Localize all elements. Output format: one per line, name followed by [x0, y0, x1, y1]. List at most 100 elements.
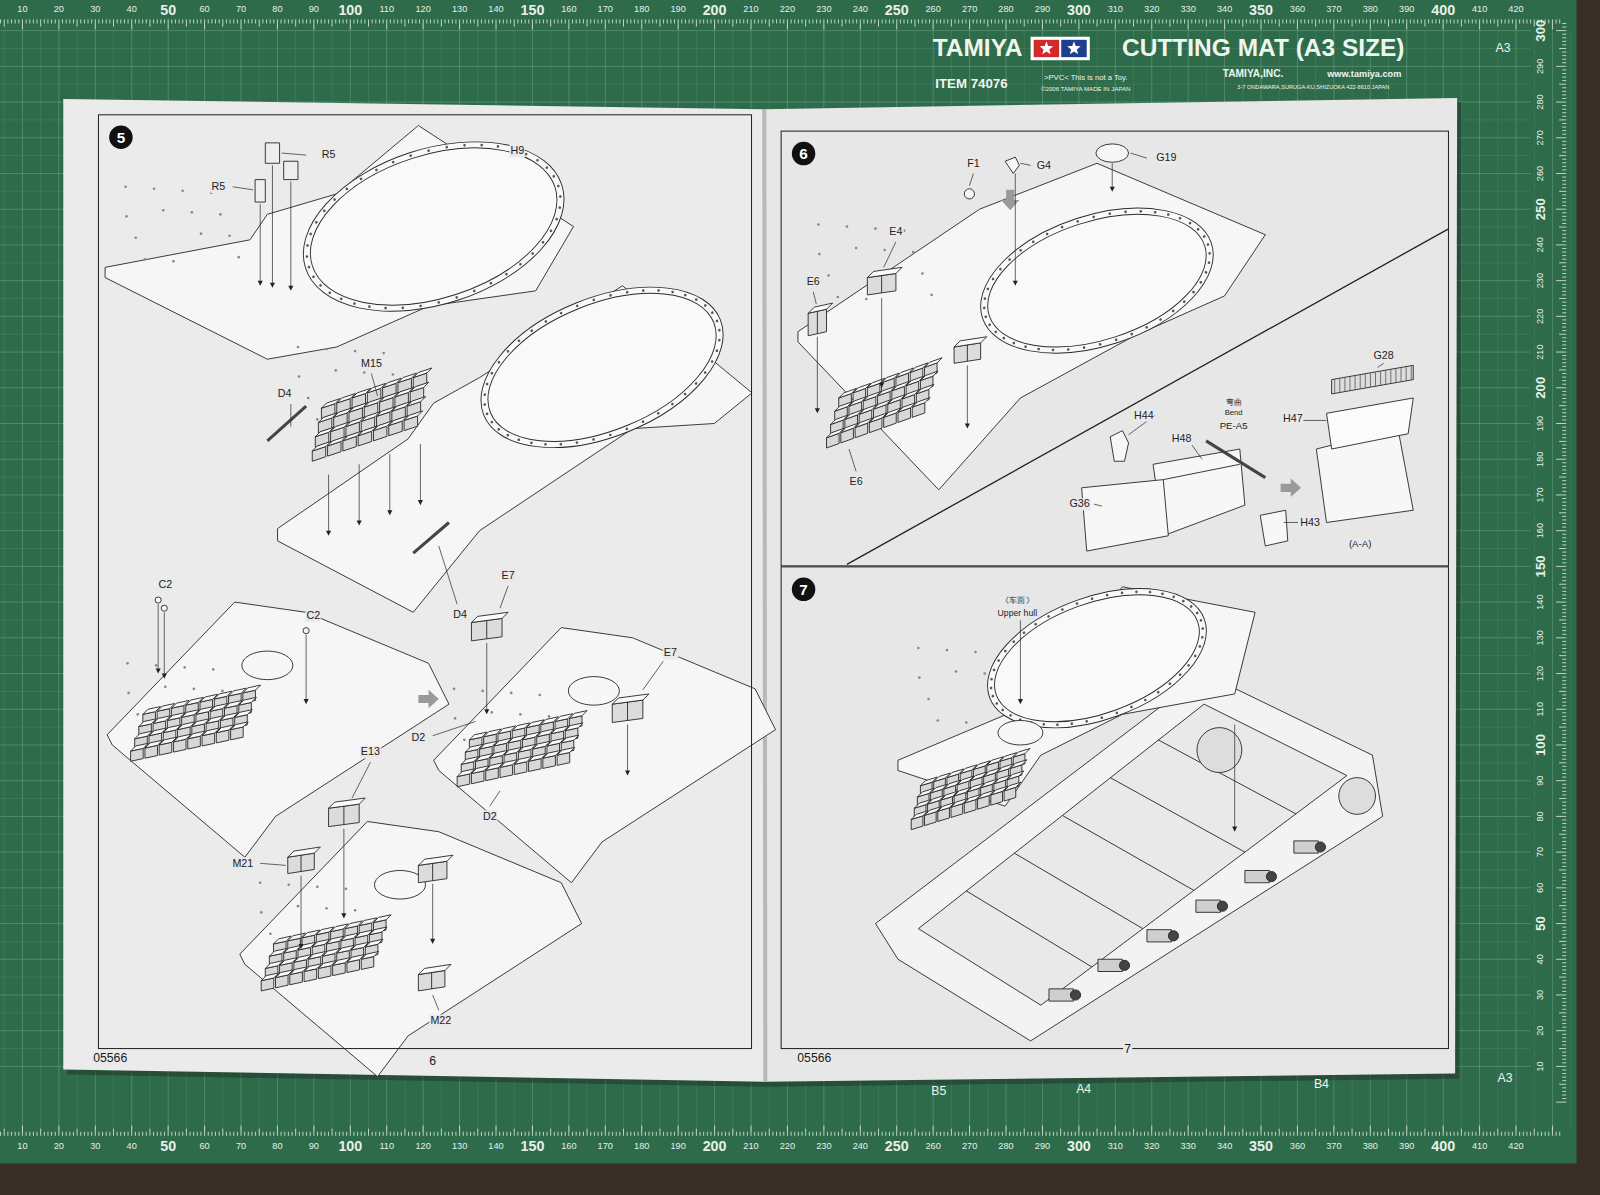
tick [1264, 1132, 1265, 1136]
tick [1494, 19, 1495, 23]
tick [878, 19, 879, 26]
tick [998, 19, 999, 23]
tick [1231, 19, 1232, 23]
tick [543, 1132, 544, 1136]
tick [1562, 1044, 1566, 1045]
tick [1562, 669, 1566, 670]
tick [11, 19, 12, 23]
tick [776, 1132, 777, 1136]
tick [1562, 777, 1566, 778]
comb-tooth [1355, 376, 1356, 389]
stowage-box [471, 612, 508, 641]
ring-bolt [991, 277, 994, 280]
plate-hole [153, 187, 156, 190]
tick [1562, 677, 1566, 678]
tick [1027, 1132, 1028, 1136]
tick [740, 19, 741, 23]
tick [423, 19, 424, 29]
tick [379, 1132, 380, 1136]
tick [139, 19, 140, 23]
tick [1562, 455, 1566, 456]
tick [911, 1132, 912, 1136]
tick [219, 19, 220, 23]
tick [419, 1132, 420, 1136]
tick [889, 19, 890, 23]
plate-hole [155, 664, 158, 667]
tick [1562, 719, 1566, 720]
tick [1562, 177, 1566, 178]
tick [743, 19, 744, 23]
ring-bolt [1019, 249, 1022, 252]
leader-line [433, 995, 439, 1010]
tick [394, 19, 395, 23]
tick [1562, 898, 1566, 899]
tick [1373, 19, 1374, 23]
ammo-box-top [845, 410, 863, 420]
assembly-line [486, 643, 487, 710]
tick [1490, 19, 1491, 23]
tick [1562, 94, 1566, 95]
ring-bolt [517, 438, 520, 441]
ruler-ticks [1, 19, 1567, 1135]
assembly-line [817, 337, 818, 409]
tick [1486, 19, 1487, 23]
tick [317, 19, 318, 23]
tick [598, 1132, 599, 1136]
tick [1483, 1132, 1484, 1136]
ring-bolt [695, 298, 698, 301]
tick [1035, 19, 1036, 23]
tick [729, 1132, 730, 1136]
tick [452, 1132, 453, 1136]
tick [1562, 698, 1566, 699]
plate-hole [237, 256, 240, 259]
tick [1140, 19, 1141, 23]
tick [1562, 855, 1566, 856]
tick [550, 1129, 551, 1136]
ring-bolt [710, 360, 713, 363]
ammo-box-top [884, 408, 902, 418]
tick [1562, 594, 1566, 595]
tick [751, 19, 752, 29]
ring-bolt [552, 175, 555, 178]
tick [1031, 19, 1032, 23]
tick [703, 19, 704, 23]
box-top [954, 337, 987, 347]
tick [874, 19, 875, 23]
tick [353, 1132, 354, 1136]
tick [157, 19, 158, 23]
tick [1562, 241, 1566, 242]
tick [984, 1132, 985, 1136]
tick [1562, 919, 1566, 920]
tick [922, 1132, 923, 1136]
tick [710, 19, 711, 23]
tick [911, 19, 912, 23]
tick [91, 1132, 92, 1136]
hull-plate [105, 111, 586, 359]
tick [281, 1132, 282, 1136]
tick [1562, 973, 1566, 974]
tick [84, 1132, 85, 1136]
tick [40, 19, 41, 26]
box-top [329, 798, 366, 808]
tick [765, 1132, 766, 1136]
tick [528, 19, 529, 23]
tick [262, 19, 263, 23]
tick [696, 19, 697, 26]
tick [1562, 891, 1566, 892]
tick [179, 19, 180, 23]
hatch-opening [568, 677, 619, 706]
tick [1202, 1132, 1203, 1136]
tick [1042, 19, 1043, 29]
tick [124, 19, 125, 23]
tick [973, 1132, 974, 1136]
tick [714, 1126, 715, 1136]
ammo-box-top [131, 743, 149, 751]
ring-bolt [715, 319, 718, 322]
tick [969, 19, 970, 29]
tick [1315, 19, 1316, 26]
tick [4, 1129, 5, 1136]
tick [922, 19, 923, 23]
plate-hole [392, 373, 395, 376]
tick [1184, 19, 1185, 23]
tick [1169, 1129, 1170, 1136]
